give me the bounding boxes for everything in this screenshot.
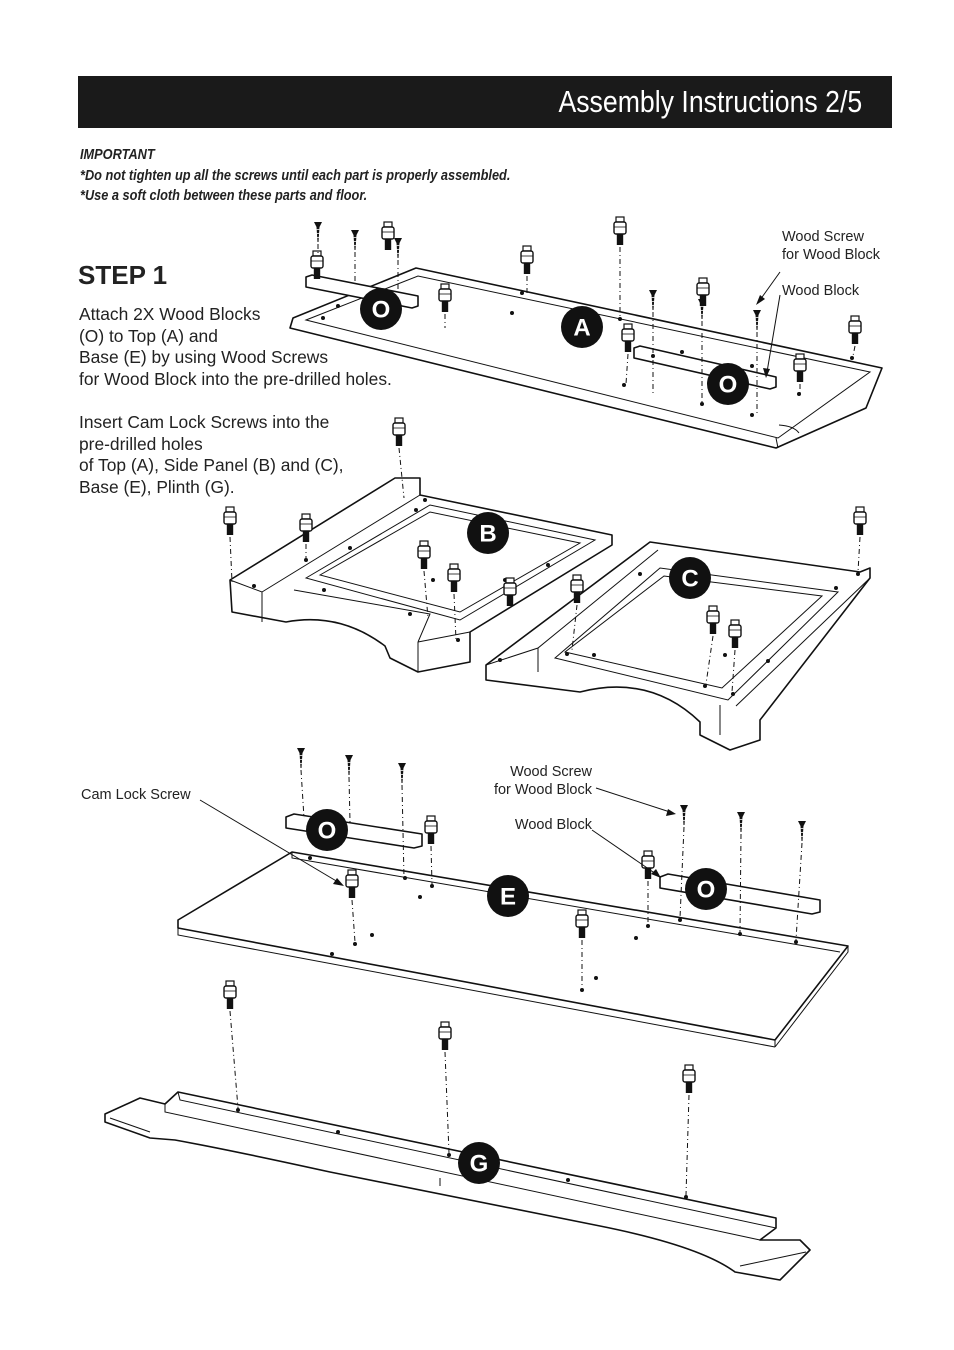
label-b: B: [467, 512, 509, 554]
important-line-2: *Use a soft cloth between these parts an…: [80, 188, 368, 204]
plinth-g: [104, 1091, 811, 1281]
header-bar: Assembly Instructions 2/5: [78, 76, 892, 128]
instruction-line: Base (E), Plinth (G).: [79, 476, 235, 497]
svg-text:O: O: [697, 877, 716, 904]
callout-wood-screw-mid: Wood Screw for Wood Block: [493, 764, 592, 798]
svg-text:E: E: [500, 884, 516, 911]
label-g: G: [458, 1142, 500, 1184]
svg-text:O: O: [318, 818, 337, 845]
callout-cam-lock-screw: Cam Lock Screw: [81, 787, 191, 803]
instruction-line: Insert Cam Lock Screws into the: [79, 411, 330, 432]
svg-text:B: B: [479, 521, 496, 548]
instruction-line: pre-drilled holes: [79, 433, 203, 454]
page-title: Assembly Instructions 2/5: [558, 84, 862, 119]
step-instructions: Attach 2X Wood Blocks (O) to Top (A) and…: [79, 304, 392, 498]
side-panel-c: [485, 541, 871, 751]
svg-text:G: G: [470, 1151, 489, 1178]
svg-text:C: C: [681, 566, 698, 593]
svg-text:A: A: [573, 315, 590, 342]
instruction-line: Base (E) by using Wood Screws: [79, 347, 329, 368]
instruction-paragraph-1: Attach 2X Wood Blocks (O) to Top (A) and…: [79, 304, 392, 390]
base-panel-e: [177, 851, 849, 1048]
callout-wood-screw-top: Wood Screw for Wood Block: [782, 229, 881, 263]
important-line-1: *Do not tighten up all the screws until …: [80, 167, 511, 184]
important-notes: IMPORTANT *Do not tighten up all the scr…: [80, 145, 569, 207]
label-o-top-left: O: [360, 288, 402, 330]
step-title: STEP 1: [78, 260, 168, 290]
important-heading: IMPORTANT: [80, 147, 155, 163]
instruction-line: for Wood Block into the pre-drilled hole…: [79, 368, 392, 389]
label-a: A: [561, 306, 603, 348]
label-o-mid-right: O: [685, 868, 727, 910]
label-o-mid-left: O: [306, 809, 348, 851]
instruction-paragraph-2: Insert Cam Lock Screws into the pre-dril…: [79, 412, 392, 498]
instruction-line: of Top (A), Side Panel (B) and (C),: [79, 455, 344, 476]
instruction-line: (O) to Top (A) and: [79, 325, 218, 346]
callout-wood-block-top: Wood Block: [782, 283, 860, 299]
label-o-top-right: O: [707, 363, 749, 405]
callout-wood-block-mid: Wood Block: [514, 817, 592, 833]
side-panel-b: [229, 477, 613, 673]
label-c: C: [669, 557, 711, 599]
label-e: E: [487, 875, 529, 917]
svg-text:O: O: [719, 372, 738, 399]
svg-text:O: O: [372, 297, 391, 324]
instruction-line: Attach 2X Wood Blocks: [79, 304, 261, 324]
